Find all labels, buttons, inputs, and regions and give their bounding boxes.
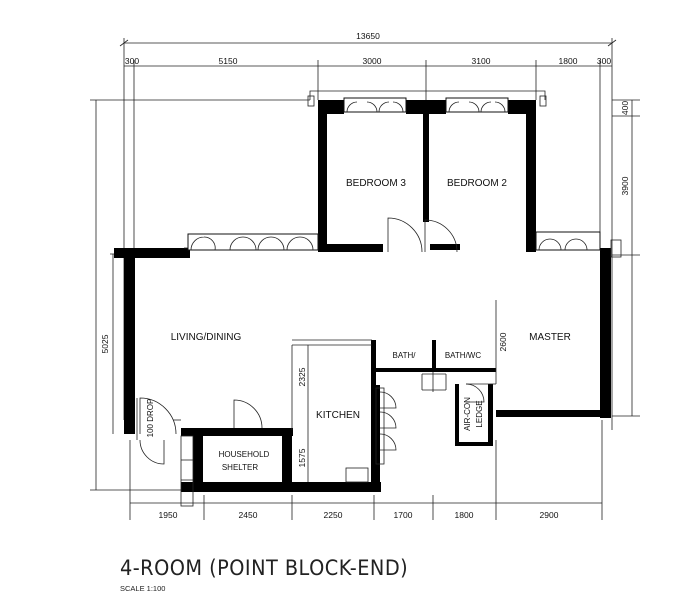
dim-right-upper: 400 <box>620 101 630 115</box>
dim-right-mid: 3900 <box>620 176 630 195</box>
dim-bottom-5: 1800 <box>455 510 474 520</box>
room-label-kitchen: KITCHEN <box>316 410 360 421</box>
top-dimension-lines <box>119 38 617 430</box>
room-label-bath-wc: BATH/WC <box>445 351 482 360</box>
dim-top-5: 1800 <box>559 56 578 66</box>
dim-top-4: 3100 <box>472 56 491 66</box>
room-label-shelter: SHELTER <box>222 463 259 472</box>
bottom-dimension-lines <box>129 420 603 520</box>
room-label-bedroom-3: BEDROOM 3 <box>346 178 406 189</box>
windows <box>187 97 601 251</box>
right-dimension-lines <box>612 99 640 417</box>
dim-bottom-6: 2900 <box>540 510 559 520</box>
dim-left-vertical: 5025 <box>100 334 110 353</box>
plan-scale: SCALE 1:100 <box>120 584 166 593</box>
dim-bottom-2: 2450 <box>239 510 258 520</box>
dim-bottom-3: 2250 <box>324 510 343 520</box>
dim-top-6: 300 <box>597 56 611 66</box>
dim-total-width: 13650 <box>356 31 380 41</box>
room-label-bath-1: BATH/ <box>393 351 417 360</box>
dim-bath-depth: 2600 <box>498 332 508 351</box>
dim-top-1: 300 <box>125 56 139 66</box>
room-label-household: HOUSEHOLD <box>219 450 270 459</box>
dim-kitchen-upper: 2325 <box>297 367 307 386</box>
walls <box>114 100 611 492</box>
dim-bottom-1: 1950 <box>159 510 178 520</box>
room-label-ledge: LEDGE <box>475 400 484 427</box>
room-label-aircon: AIR-CON <box>463 397 472 431</box>
dim-bottom-4: 1700 <box>394 510 413 520</box>
drop-label: 100 DROP <box>146 399 155 438</box>
dim-kitchen-lower: 1575 <box>297 448 307 467</box>
room-label-master: MASTER <box>529 332 571 343</box>
room-label-living-dining: LIVING/DINING <box>171 332 242 343</box>
doors <box>139 217 485 465</box>
plan-title: 4-ROOM (POINT BLOCK-END) <box>120 556 409 580</box>
dim-top-3: 3000 <box>363 56 382 66</box>
dim-top-2: 5150 <box>219 56 238 66</box>
room-label-bedroom-2: BEDROOM 2 <box>447 178 507 189</box>
